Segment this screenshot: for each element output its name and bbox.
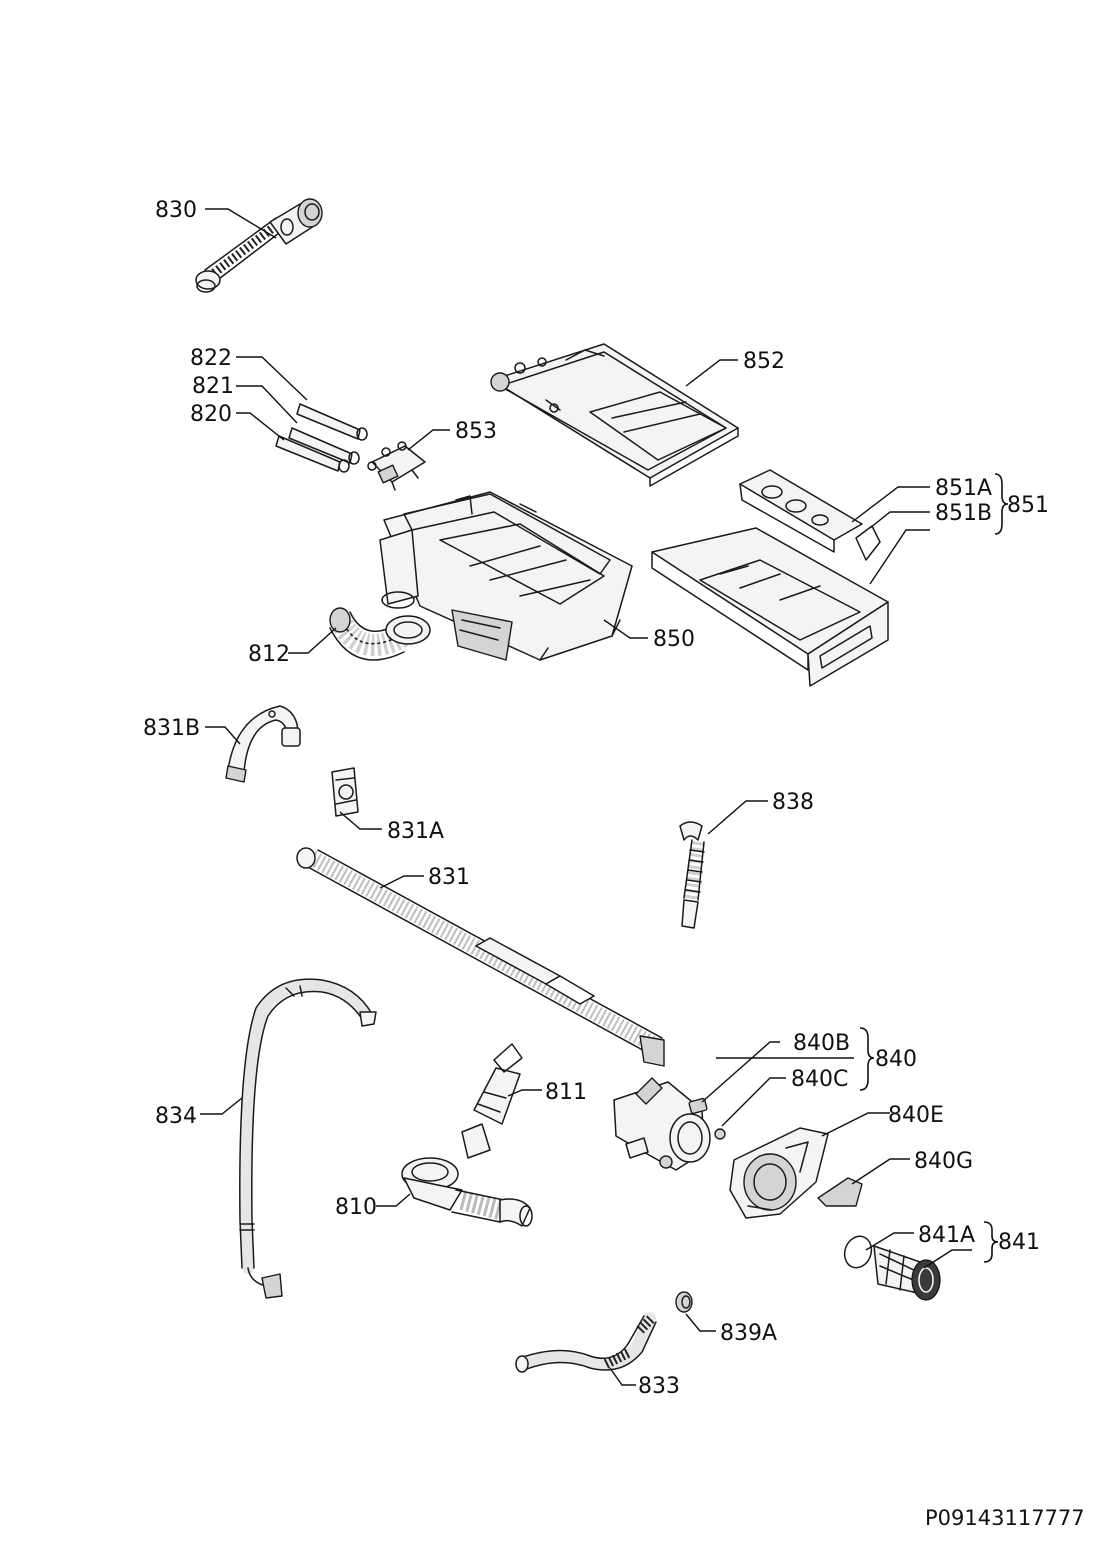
leader-831	[379, 875, 424, 889]
part-840-drain-pump[interactable]	[613, 1077, 711, 1171]
label-851A: 851A	[935, 476, 992, 501]
label-851: 851	[1007, 493, 1049, 518]
label-841A: 841A	[918, 1223, 975, 1248]
part-812-dispenser-hose[interactable]	[329, 607, 431, 661]
label-820: 820	[190, 402, 232, 427]
leader-840G	[851, 1158, 910, 1185]
leader-810	[376, 1193, 411, 1207]
part-851-drawer[interactable]	[651, 527, 889, 687]
part-839A-connector[interactable]	[675, 1291, 693, 1313]
leader-852	[685, 359, 738, 387]
leader-840E	[821, 1112, 890, 1137]
part-831A-hose-clip[interactable]	[331, 767, 359, 817]
label-812: 812	[248, 642, 290, 667]
label-840: 840	[875, 1047, 917, 1072]
brace-851	[994, 473, 1009, 535]
leader-820	[236, 412, 285, 441]
leader-834	[200, 1097, 243, 1115]
part-840C-seal[interactable]	[714, 1128, 726, 1140]
part-840E-pump-housing[interactable]	[729, 1127, 829, 1219]
label-850: 850	[653, 627, 695, 652]
brace-841	[983, 1221, 999, 1263]
label-840C: 840C	[791, 1067, 848, 1092]
part-840G-flap[interactable]	[817, 1177, 863, 1207]
part-851B-siphon-cap[interactable]	[855, 525, 881, 561]
label-851B: 851B	[935, 501, 992, 526]
label-811: 811	[545, 1080, 587, 1105]
label-841: 841	[998, 1230, 1040, 1255]
part-811-vent-hose[interactable]	[461, 1043, 523, 1159]
part-830-inlet-hose[interactable]	[195, 198, 323, 293]
label-833: 833	[638, 1374, 680, 1399]
leader-851	[869, 529, 930, 585]
part-850-dispenser-housing[interactable]	[379, 491, 633, 661]
label-840E: 840E	[888, 1103, 944, 1128]
leader-850	[603, 619, 648, 639]
leader-831B	[205, 726, 241, 745]
label-840B: 840B	[793, 1031, 850, 1056]
label-831: 831	[428, 865, 470, 890]
leader-851A	[851, 486, 930, 523]
part-834-hose-loop[interactable]	[239, 978, 377, 1299]
label-852: 852	[743, 349, 785, 374]
leader-853	[407, 429, 450, 451]
leader-821	[236, 385, 298, 424]
part-851A-drawer-insert[interactable]	[739, 469, 863, 553]
label-810: 810	[335, 1195, 377, 1220]
leader-841	[923, 1249, 972, 1269]
label-840G: 840G	[914, 1149, 973, 1174]
label-838: 838	[772, 790, 814, 815]
label-821: 821	[192, 374, 234, 399]
leader-840B	[701, 1041, 780, 1103]
leader-838	[707, 800, 768, 835]
leader-822	[236, 356, 308, 401]
brace-840	[859, 1027, 875, 1091]
part-838-corrugated-hose[interactable]	[679, 821, 705, 929]
label-822: 822	[190, 346, 232, 371]
label-834: 834	[155, 1104, 197, 1129]
part-841-filter[interactable]	[873, 1245, 941, 1301]
part-820-tube[interactable]	[275, 435, 350, 473]
leader-812	[288, 627, 337, 654]
leader-840C	[721, 1077, 786, 1127]
leader-831A	[339, 811, 382, 830]
label-839A: 839A	[720, 1321, 777, 1346]
label-853: 853	[455, 419, 497, 444]
leader-851B	[869, 511, 930, 529]
part-810-sump-hose[interactable]	[401, 1157, 533, 1227]
leader-811	[507, 1089, 542, 1097]
leader-841A	[865, 1232, 914, 1251]
part-852-dispenser-cover[interactable]	[490, 343, 739, 487]
drawing-code: P09143117777	[925, 1506, 1085, 1530]
leader-839A	[685, 1313, 716, 1332]
part-833-small-hose[interactable]	[515, 1312, 657, 1373]
part-831-drain-hose[interactable]	[296, 847, 665, 1067]
part-841A-o-ring[interactable]	[840, 1233, 875, 1272]
label-830: 830	[155, 198, 197, 223]
leader-830	[205, 208, 277, 239]
label-831A: 831A	[387, 819, 444, 844]
part-831B-hose-bracket[interactable]	[225, 705, 301, 783]
part-853-connector[interactable]	[367, 441, 426, 491]
part-821-tube[interactable]	[288, 427, 360, 465]
leader-833	[609, 1367, 636, 1386]
part-822-tube[interactable]	[296, 403, 368, 441]
label-831B: 831B	[143, 716, 200, 741]
